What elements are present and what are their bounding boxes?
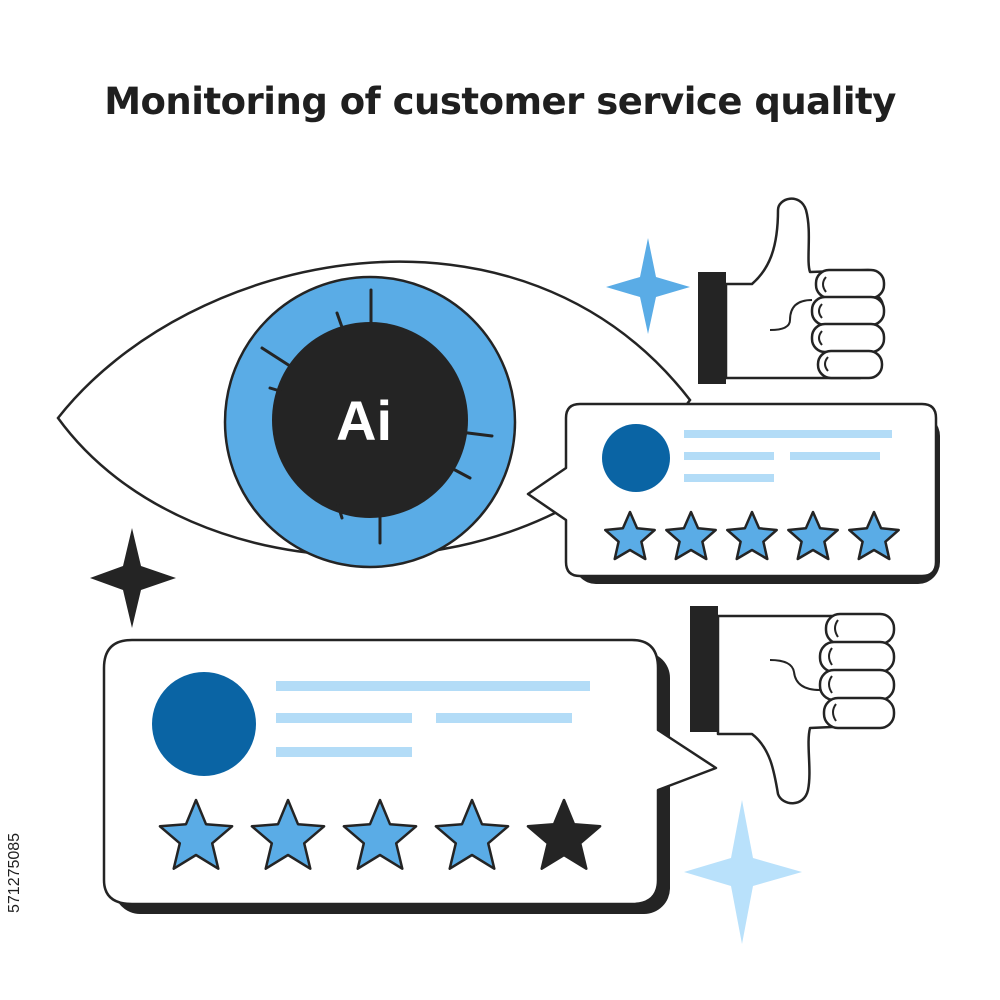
star-rating [604, 510, 900, 561]
star-icon [158, 798, 234, 870]
sparkle-icon [90, 528, 176, 628]
review-card-2 [102, 638, 718, 914]
review-text-lines [276, 681, 590, 757]
star-icon [342, 798, 418, 870]
star-icon [848, 510, 900, 561]
avatar [602, 424, 670, 492]
star-icon [787, 510, 839, 561]
star-icon [250, 798, 326, 870]
thumbs-up-icon [698, 197, 886, 384]
sparkle-icon [684, 800, 802, 944]
star-icon [526, 798, 602, 870]
star-icon [434, 798, 510, 870]
star-rating [158, 798, 602, 870]
avatar [152, 672, 256, 776]
review-text-lines [684, 430, 892, 482]
star-icon [665, 510, 717, 561]
sparkle-icon [606, 238, 690, 334]
pupil [272, 322, 468, 518]
review-card-1 [526, 402, 940, 584]
iris-lines [260, 288, 494, 545]
stock-id: 571275085 [6, 832, 23, 914]
ai-label: Ai [336, 389, 392, 452]
thumbs-down-icon [690, 606, 896, 805]
star-icon [604, 510, 656, 561]
page-title: Monitoring of customer service quality [104, 80, 896, 123]
star-icon [726, 510, 778, 561]
